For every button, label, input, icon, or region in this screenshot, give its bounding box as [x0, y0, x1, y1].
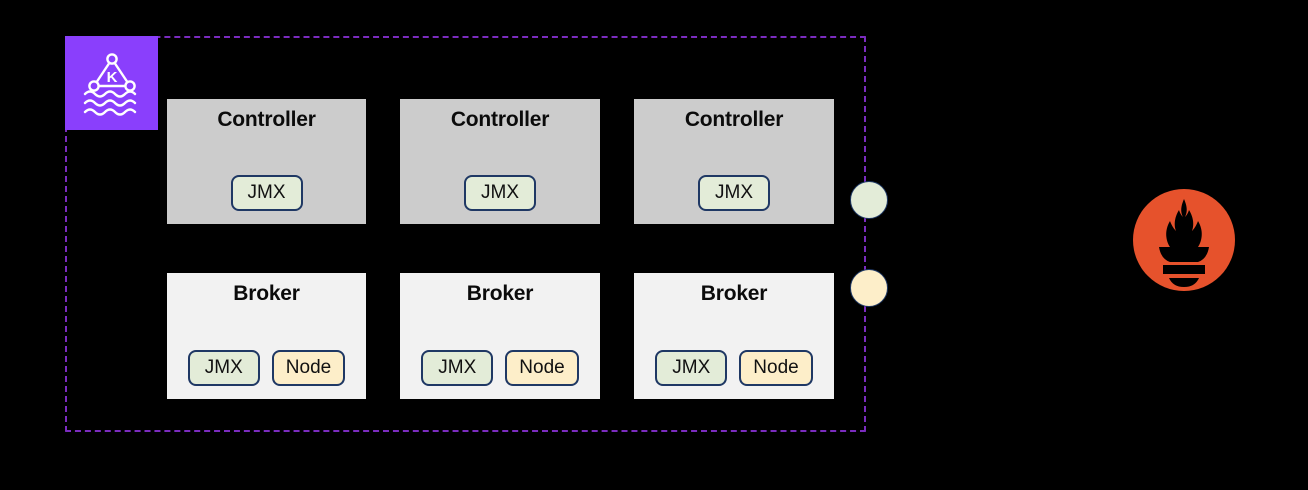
jmx-exporter-endpoint[interactable]	[850, 181, 888, 219]
jmx-pill[interactable]: JMX	[655, 350, 728, 386]
controller-title: Controller	[450, 108, 550, 131]
jmx-pill[interactable]: JMX	[187, 350, 260, 386]
prometheus-logo-icon	[1133, 189, 1235, 291]
node-exporter-endpoint[interactable]	[850, 269, 888, 307]
node-exporter-pill[interactable]: Node	[505, 350, 579, 386]
broker-title: Broker	[700, 282, 768, 305]
kafka-logo-tile: K	[65, 36, 158, 130]
controller-pill-row: JMX	[167, 175, 366, 211]
jmx-pill[interactable]: JMX	[698, 175, 770, 211]
prometheus-logo[interactable]	[1133, 189, 1235, 291]
svg-text:K: K	[106, 69, 117, 86]
controller-title: Controller	[217, 108, 316, 131]
broker-node-2[interactable]: Broker JMX Node	[400, 273, 600, 399]
controller-pill-row: JMX	[634, 175, 834, 211]
broker-node-3[interactable]: Broker JMX Node	[634, 273, 834, 399]
kafka-logo-icon: K	[75, 46, 149, 120]
jmx-pill[interactable]: JMX	[421, 350, 494, 386]
broker-pill-row: JMX Node	[634, 350, 834, 386]
controller-node-2[interactable]: Controller JMX	[400, 99, 600, 224]
kafka-cluster-boundary	[65, 36, 866, 432]
controller-title: Controller	[684, 108, 784, 131]
controller-pill-row: JMX	[400, 175, 600, 211]
node-exporter-pill[interactable]: Node	[739, 350, 813, 386]
broker-node-1[interactable]: Broker JMX Node	[167, 273, 366, 399]
broker-pill-row: JMX Node	[167, 350, 366, 386]
jmx-pill[interactable]: JMX	[464, 175, 536, 211]
broker-title: Broker	[233, 282, 300, 305]
broker-pill-row: JMX Node	[400, 350, 600, 386]
jmx-pill[interactable]: JMX	[230, 175, 303, 211]
node-exporter-pill[interactable]: Node	[271, 350, 346, 386]
broker-title: Broker	[466, 282, 534, 305]
controller-node-1[interactable]: Controller JMX	[167, 99, 366, 224]
controller-node-3[interactable]: Controller JMX	[634, 99, 834, 224]
